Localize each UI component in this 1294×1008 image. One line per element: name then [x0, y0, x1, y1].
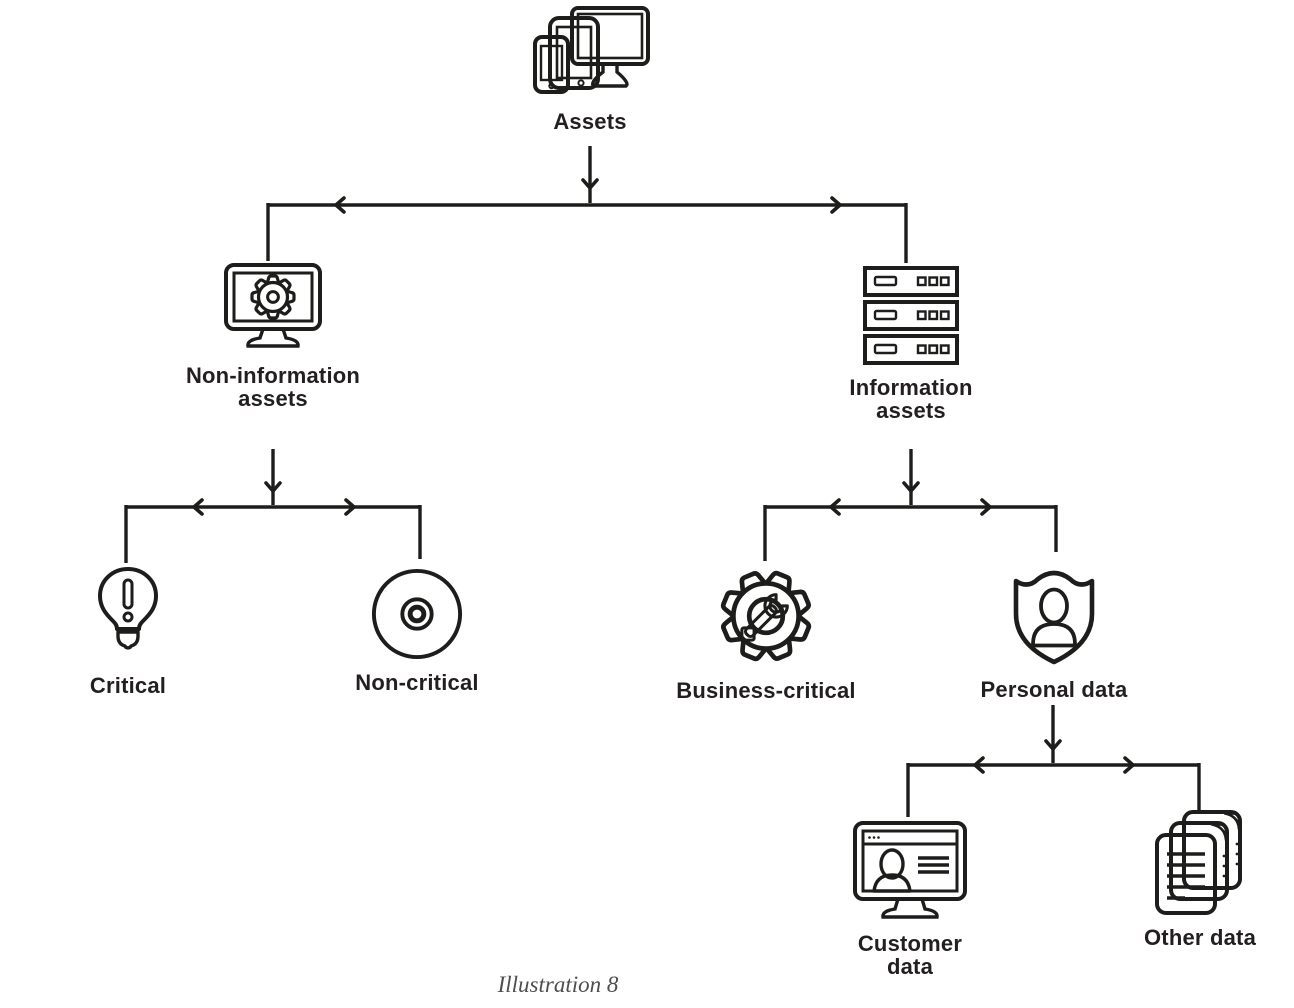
node-assets-label: Assets	[553, 109, 627, 134]
disc-icon	[371, 568, 463, 660]
front-page	[1155, 833, 1217, 915]
server-row	[863, 266, 959, 297]
server-row	[863, 300, 959, 331]
back-page	[1182, 810, 1242, 890]
edge-info-children	[763, 449, 1058, 561]
node-business-critical-label: Business-critical	[676, 678, 856, 703]
gear-glyph	[250, 274, 296, 320]
monitor-person-icon	[853, 821, 967, 919]
node-critical-label: Critical	[89, 673, 167, 698]
lightbulb-alert-icon	[98, 567, 158, 650]
devices-icon	[533, 6, 650, 94]
edge-noninfo-children	[124, 449, 422, 563]
node-non-information-assets: Non-information assets	[178, 262, 368, 410]
node-non-information-assets-label: Non-information assets	[185, 363, 361, 411]
node-other-data-label: Other data	[1143, 925, 1257, 950]
node-information-assets: Information assets	[826, 266, 996, 422]
gear-wrench-icon	[720, 570, 812, 662]
node-non-critical: Non-critical	[332, 567, 502, 694]
node-other-data: Other data	[1120, 810, 1280, 949]
node-customer-data-label: Customer data	[857, 931, 963, 979]
shield-person-icon	[1013, 570, 1095, 665]
node-customer-data: Customer data	[835, 820, 985, 978]
node-assets: Assets	[508, 4, 672, 133]
figure-caption: Illustration 8	[497, 972, 619, 997]
wrench-glyph	[740, 593, 789, 642]
node-critical: Critical	[58, 566, 198, 697]
node-non-critical-label: Non-critical	[355, 670, 479, 695]
middle-page	[1169, 821, 1229, 901]
node-personal-data: Personal data	[964, 566, 1144, 701]
node-personal-data-label: Personal data	[980, 677, 1128, 702]
server-row	[863, 334, 959, 365]
documents-stack-icon	[1155, 810, 1242, 915]
node-information-assets-label: Information assets	[849, 375, 973, 423]
edge-assets-children	[266, 146, 908, 263]
edge-personal-children	[906, 705, 1201, 817]
node-business-critical: Business-critical	[666, 563, 866, 702]
server-stack-icon	[863, 266, 959, 365]
monitor-gear-icon	[224, 263, 322, 348]
